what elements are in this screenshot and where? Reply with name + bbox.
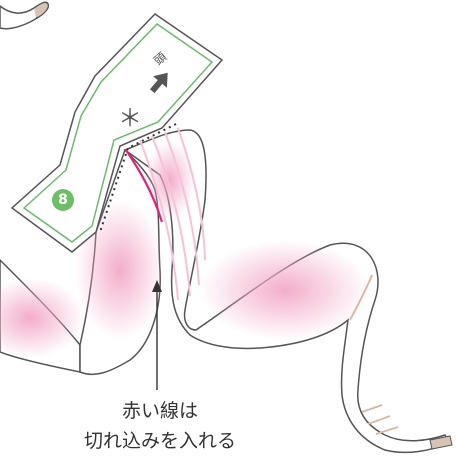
pointer-arrow-icon [152,280,162,390]
asterisk-icon: ＊ [118,104,142,132]
arrow-up-icon [149,72,168,94]
tail-tip [33,1,49,19]
caption: 赤い線は 切れ込みを入れる [40,396,280,456]
caption-line-1: 赤い線は [121,400,198,422]
pattern-piece-inner [22,23,214,243]
seam-marks [349,274,399,435]
foot-tip [429,435,453,450]
piece-number-badge: 8 [52,189,74,211]
cut-line [125,149,164,223]
pleat-lines [139,127,206,301]
caption-line-2: 切れ込みを入れる [83,430,236,452]
